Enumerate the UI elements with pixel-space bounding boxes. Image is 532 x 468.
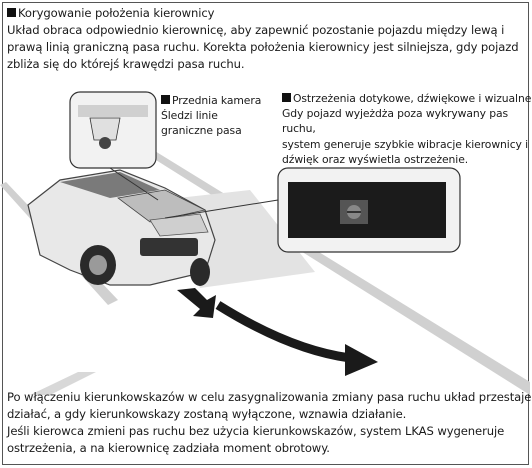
warning-display-inset	[277, 167, 461, 253]
warnings-line: dźwięk oraz wyświetla ostrzeżenie.	[282, 152, 469, 166]
warnings-heading: Ostrzeżenia dotykowe, dźwiękowe i wizual…	[282, 91, 532, 106]
bottom-line: Po włączeniu kierunkowskazów w celu zasy…	[7, 390, 532, 404]
section-lane-keeping: Korygowanie położenia kierownicy Układ o…	[7, 5, 519, 73]
camera-inset	[69, 91, 157, 169]
bottom-section: Po włączeniu kierunkowskazów w celu zasy…	[7, 389, 531, 457]
camera-label-line: graniczne pasa	[161, 124, 242, 138]
section-heading: Korygowanie położenia kierownicy	[7, 5, 519, 22]
warnings-line: system generuje szybkie wibracje kierown…	[282, 137, 529, 151]
curved-arrow	[215, 301, 351, 363]
section-line: prawą linią graniczną pasa ruchu. Korekt…	[7, 40, 519, 54]
bottom-line: ostrzeżenia, a na kierownicę zadziała mo…	[7, 441, 330, 455]
warnings-line: Gdy pojazd wyjeżdża poza wykrywany pas r…	[282, 107, 509, 136]
section-line: zbliża się do którejś krawędzi pasa ruch…	[7, 57, 245, 71]
camera-label-line: Śledzi linie	[161, 109, 218, 123]
bottom-line: działać, a gdy kierunkowskazy zostaną wy…	[7, 407, 407, 421]
camera-callout-line	[109, 167, 159, 201]
bottom-line: Jeśli kierowca zmieni pas ruchu bez użyc…	[7, 424, 505, 438]
bullet-square-icon	[282, 93, 291, 102]
section-line: Układ obraca odpowiednio kierownicę, aby…	[7, 23, 505, 37]
camera-label: Przednia kamera Śledzi linie graniczne p…	[161, 93, 261, 139]
camera-label-heading: Przednia kamera	[161, 93, 261, 108]
bullet-square-icon	[161, 95, 170, 104]
bullet-square-icon	[7, 8, 16, 17]
road-bottom-edge	[30, 372, 96, 395]
display-callout-line	[164, 199, 279, 219]
car	[27, 169, 216, 286]
straight-arrow	[177, 288, 216, 318]
warnings-section: Ostrzeżenia dotykowe, dźwiękowe i wizual…	[282, 91, 532, 167]
